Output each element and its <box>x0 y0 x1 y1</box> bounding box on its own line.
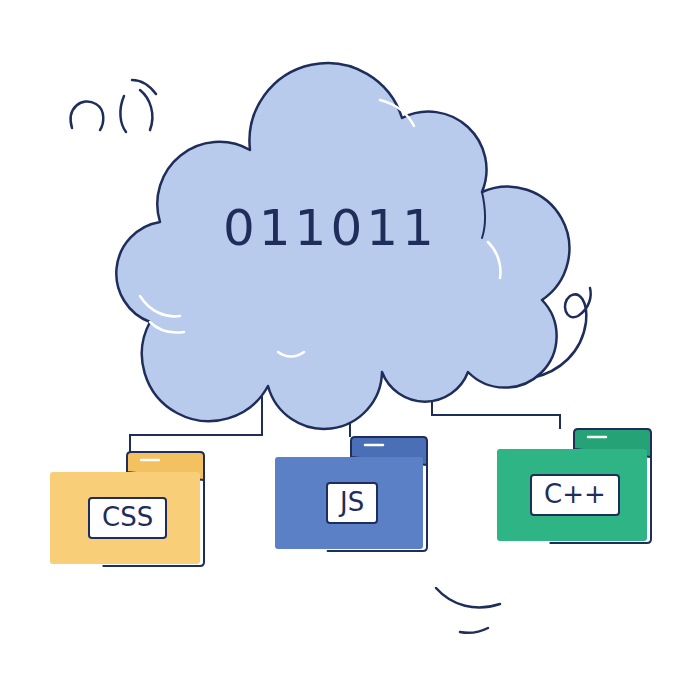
folder-label: JS <box>326 482 378 524</box>
folder-label: CSS <box>88 497 167 539</box>
folder-body <box>497 449 647 541</box>
cloud-highlight <box>380 100 414 126</box>
folder-node: CSS <box>48 450 206 568</box>
folder-label: C++ <box>530 474 620 516</box>
cloud-highlight <box>488 242 501 278</box>
folder-body <box>50 472 200 564</box>
squiggle <box>132 80 156 130</box>
cloud-fold <box>482 192 485 238</box>
smile-arc <box>436 588 500 607</box>
cloud-highlight <box>150 322 184 333</box>
folder-node: C++ <box>495 427 653 545</box>
cloud-outline <box>116 63 569 429</box>
squiggle <box>120 96 126 132</box>
folder-body <box>275 457 423 549</box>
binary-text: 011011 <box>223 203 438 253</box>
cloud-highlight <box>140 296 180 316</box>
cloud-highlight <box>278 352 304 357</box>
tab-mark <box>141 459 159 462</box>
cloud-node: 011011 <box>100 35 560 395</box>
tab-mark <box>588 436 606 439</box>
tab-mark <box>365 444 383 447</box>
smile-arc <box>460 628 488 633</box>
folder-node: JS <box>273 435 429 553</box>
squiggle <box>71 101 104 130</box>
